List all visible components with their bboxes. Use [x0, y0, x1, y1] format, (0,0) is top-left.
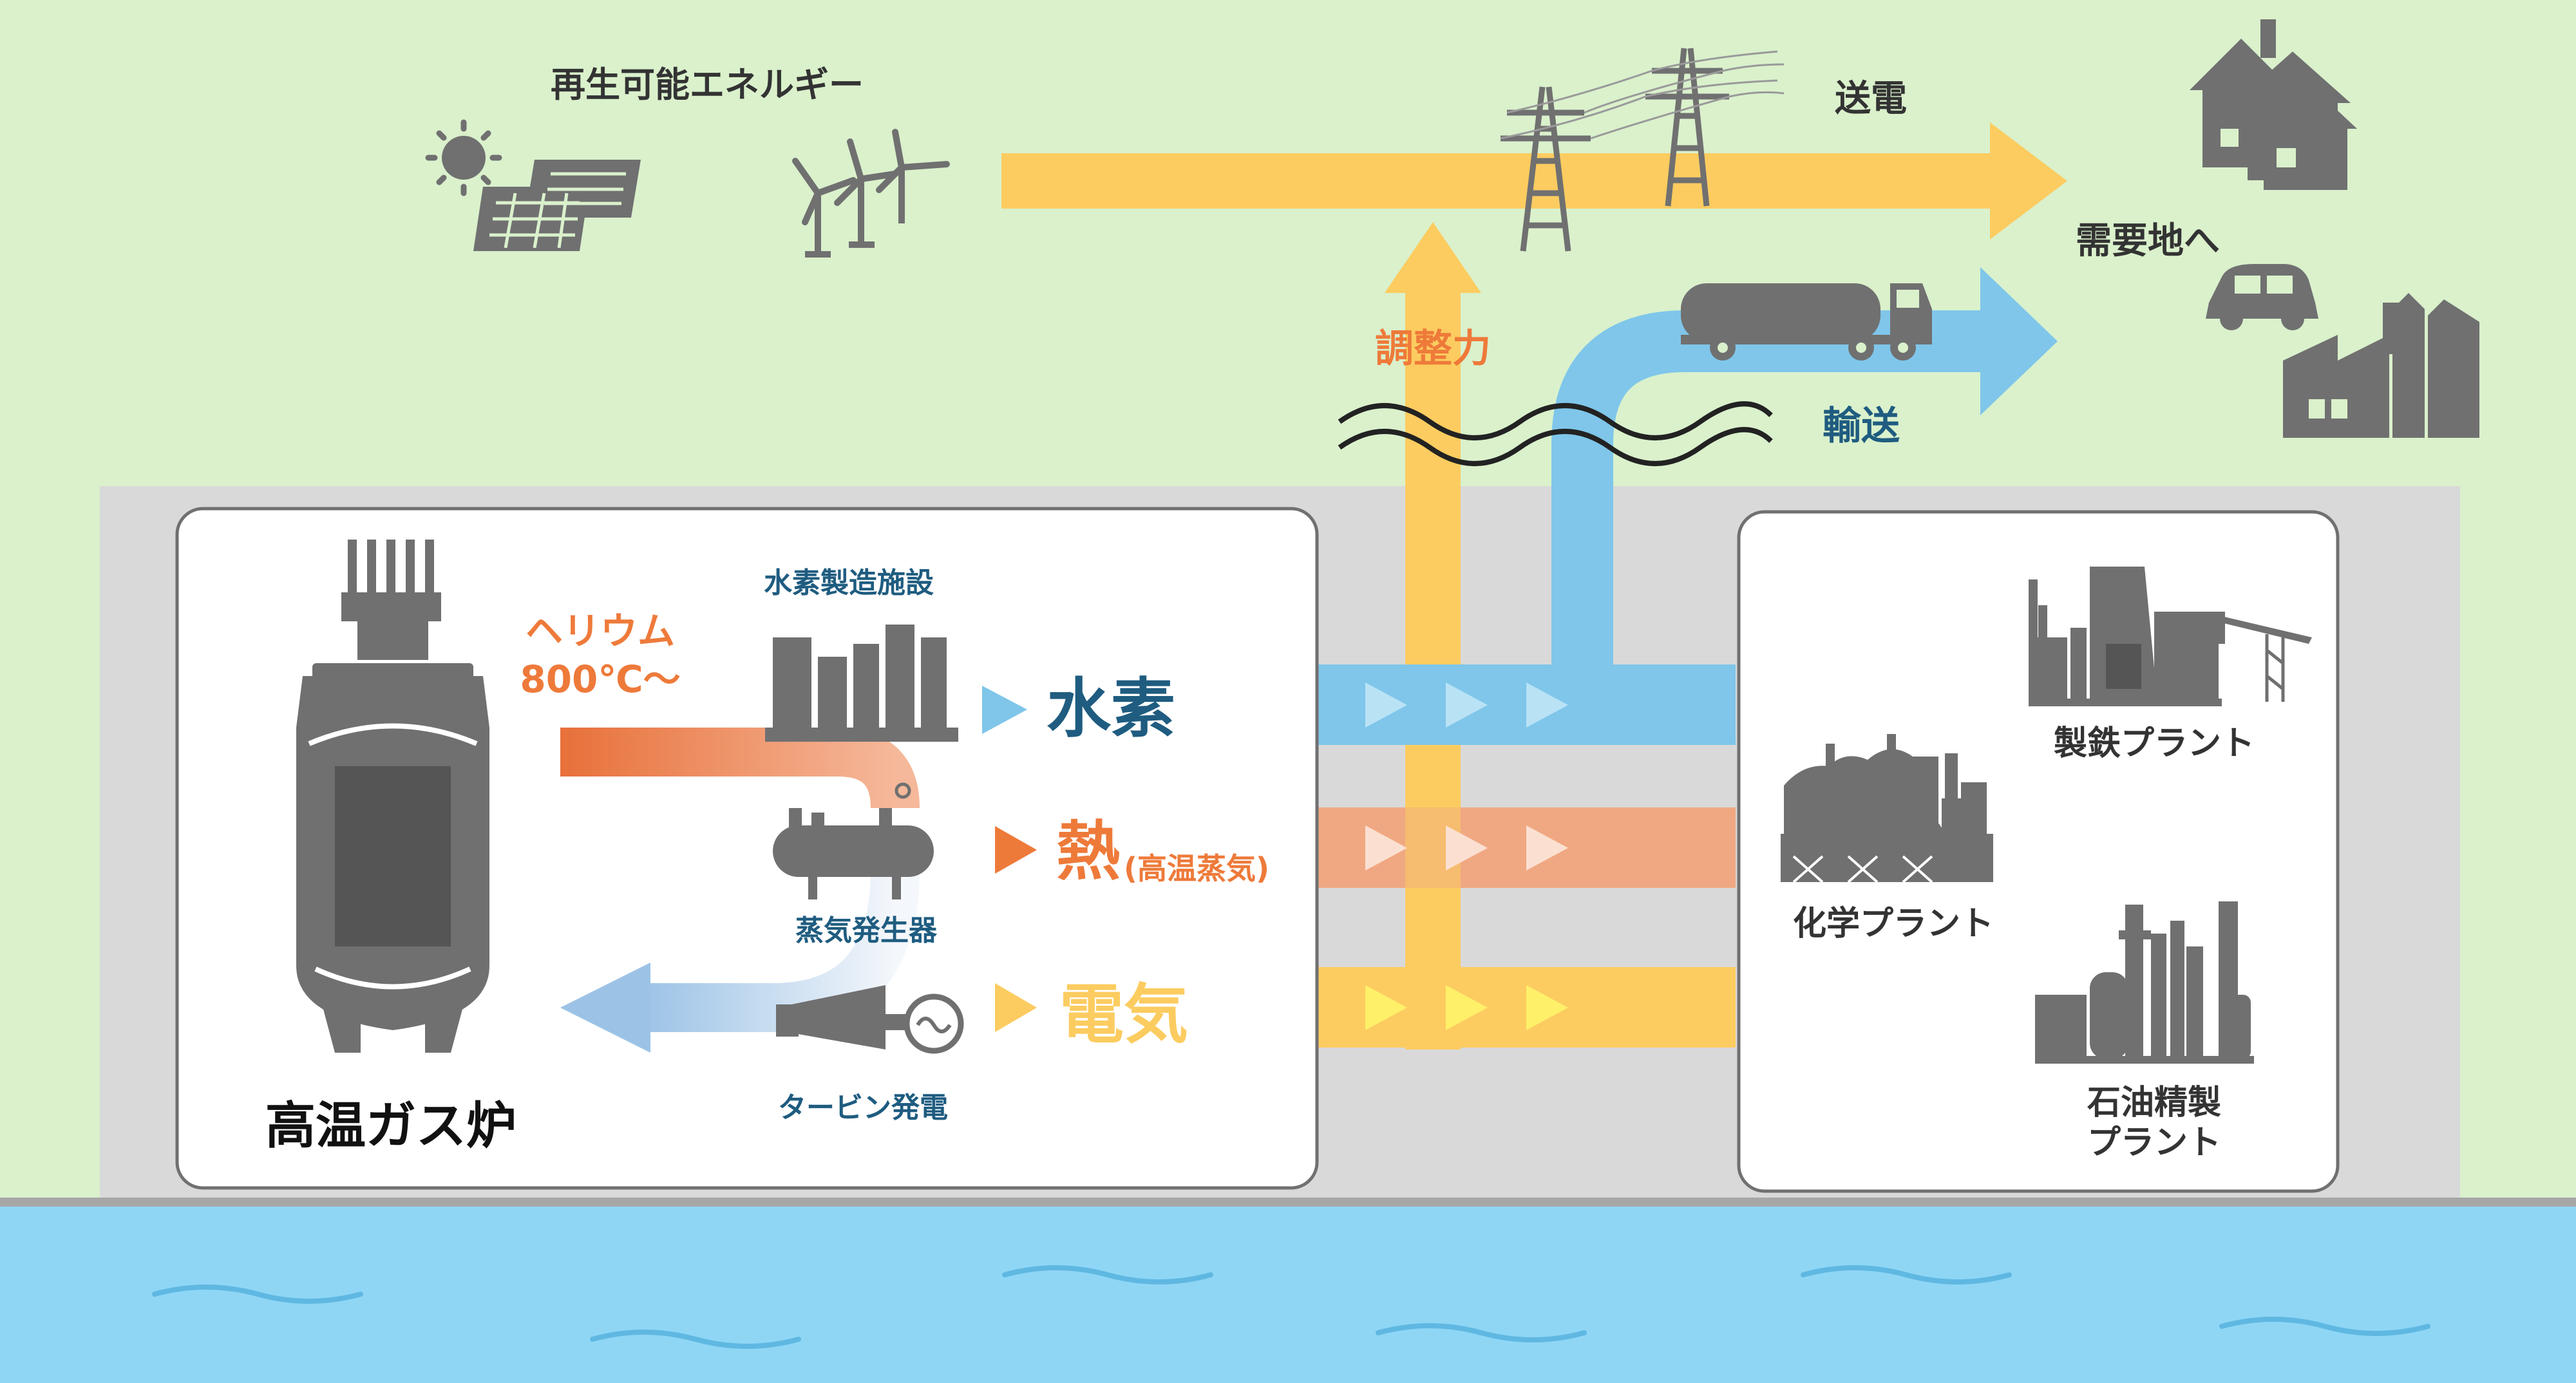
- adjust-crossing-1: [1405, 745, 1461, 807]
- power-lines: [1500, 50, 1785, 140]
- break-marks: [1338, 401, 1773, 466]
- sea-waves: [152, 1265, 2430, 1349]
- steel-plant-icon: [2029, 567, 2312, 706]
- steel-plant-label: 製鉄プラント: [2054, 724, 2255, 763]
- transmission-arrow: [1001, 122, 2067, 240]
- hydrogen-pointer: [982, 686, 1027, 734]
- adjust-crossing-2: [1405, 888, 1461, 967]
- oil-refinery-icon: [2035, 901, 2254, 1064]
- steam-generator-label: 蒸気発生器: [795, 914, 938, 947]
- chemical-plant-icon: [1781, 734, 1993, 882]
- factory-icon: [2283, 293, 2479, 438]
- adjustment-capacity-label: 調整力: [1375, 326, 1491, 372]
- heat-note-label: (高温蒸気): [1124, 851, 1269, 886]
- houses-icon: [2190, 19, 2357, 190]
- transmission-tower-icon: [1501, 48, 1729, 252]
- heat-chevrons: [1365, 825, 1568, 870]
- electricity-pointer: [995, 983, 1037, 1032]
- oil-refinery-label: 石油精製: [2087, 1084, 2221, 1122]
- shoreline: [0, 1198, 2576, 1207]
- heat-pointer: [995, 826, 1037, 874]
- demand-area-label: 需要地へ: [2076, 220, 2220, 262]
- car-icon: [2206, 264, 2318, 330]
- electricity-chevrons: [1365, 985, 1568, 1030]
- helium-label: ヘリウム: [526, 609, 675, 653]
- heat-label: 熱: [1056, 814, 1121, 889]
- reactor-icon: [296, 540, 489, 1053]
- hydrogen-facility-icon: [765, 625, 958, 742]
- tanker-truck-icon: [1681, 283, 1932, 361]
- electricity-label: 電気: [1059, 977, 1188, 1052]
- helium-flow-arrow: [560, 728, 920, 809]
- wind-turbine-icon: [792, 129, 950, 258]
- hydrogen-label: 水素: [1046, 671, 1175, 746]
- turbine-generator-icon: [776, 985, 964, 1054]
- transmission-label: 送電: [1835, 78, 1907, 120]
- hydrogen-chevrons: [1365, 682, 1568, 728]
- sea: [0, 1207, 2576, 1383]
- solar-panel-icon: [473, 160, 641, 251]
- steel-crane-truss: [2265, 634, 2285, 702]
- transport-arrow: [1551, 267, 2058, 670]
- steam-generator-icon: [773, 782, 934, 899]
- hydrogen-facility-label: 水素製造施設: [764, 567, 934, 599]
- sun-icon: [425, 119, 502, 196]
- chemical-plant-label: 化学プラント: [1793, 905, 1994, 943]
- oil-refinery-plant-label: プラント: [2087, 1124, 2221, 1162]
- transport-label: 輸送: [1823, 404, 1900, 449]
- htgr-label: 高温ガス炉: [265, 1097, 516, 1155]
- chemical-truss: [1792, 855, 1933, 883]
- turbine-generator-label: タービン発電: [778, 1091, 948, 1124]
- renewable-energy-label: 再生可能エネルギー: [551, 64, 864, 105]
- helium-temperature-label: 800℃〜: [520, 657, 680, 701]
